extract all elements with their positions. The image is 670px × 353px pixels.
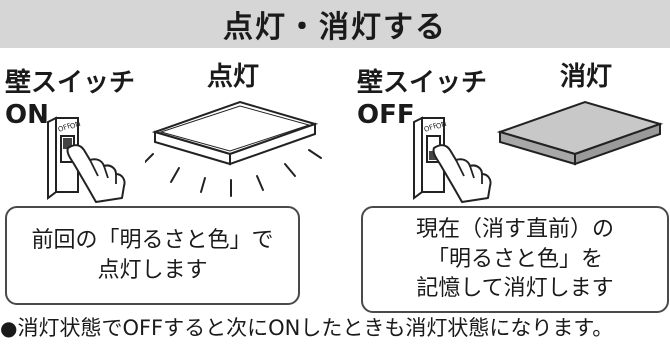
footnote: ●消灯状態でOFFすると次にONしたときも消灯状態になります。 <box>0 312 670 342</box>
right-switch-label: 壁スイッチ <box>357 68 488 98</box>
left-box-line: 点灯します <box>97 257 208 283</box>
right-light-label: 消灯 <box>560 62 613 92</box>
right-box-line: 現在（消す直前）の <box>415 216 614 242</box>
page-title: 点灯・消灯する <box>223 10 447 45</box>
left-info-box: 前回の「明るさと色」で 点灯します <box>5 206 300 305</box>
bullet-icon: ● <box>0 316 18 340</box>
left-switch-label: 壁スイッチ <box>5 68 136 98</box>
left-box-line: 前回の「明るさと色」で <box>31 227 274 253</box>
right-info-box: 現在（消す直前）の 「明るさと色」を 記憶して消灯します <box>361 206 669 313</box>
footnote-text: 消灯状態でOFFすると次にONしたときも消灯状態になります。 <box>17 316 614 340</box>
right-box-line: 記憶して消灯します <box>416 276 614 302</box>
left-switch-on-mark: ON <box>69 120 82 131</box>
right-wall-switch-illustration: OFF ON <box>413 116 492 203</box>
left-light-label: 点灯 <box>207 62 260 92</box>
right-switch-state: OFF <box>357 100 415 130</box>
left-ceiling-light-on <box>145 100 322 197</box>
left-switch-state: ON <box>5 100 49 130</box>
right-ceiling-light-off <box>496 100 664 166</box>
left-wall-switch-illustration: OFF ON <box>47 116 126 203</box>
title-bar: 点灯・消灯する <box>0 0 670 48</box>
right-switch-on-mark: ON <box>435 120 448 131</box>
right-box-line: 「明るさと色」を <box>426 246 603 272</box>
left-switch-rocker <box>63 138 72 149</box>
light-rays <box>145 149 322 197</box>
right-switch-rocker <box>429 151 438 160</box>
